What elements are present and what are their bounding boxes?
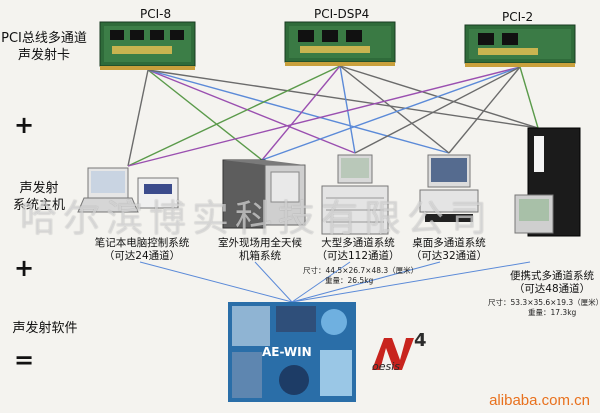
- link-card-2-host-2: [354, 66, 521, 154]
- site-watermark: alibaba.com.cn: [489, 392, 590, 409]
- outdoor-cabinet: [222, 159, 306, 229]
- link-card-1-host-3: [339, 65, 450, 154]
- host-large-weight: 重量：26.5kg: [325, 276, 374, 285]
- link-card-0-host-1: [147, 69, 263, 161]
- large-system: [321, 154, 389, 235]
- software-link-0: [139, 261, 293, 303]
- software-link-3: [291, 261, 441, 303]
- noesis-logo: oesis 4: [368, 330, 430, 378]
- hosts-category-label: 声发射 系统主机: [5, 180, 73, 214]
- host-caption-laptop: 笔记本电脑控制系统 （可达24通道）: [82, 237, 202, 263]
- cards-category-label: PCI总线多通道 声发射卡: [0, 30, 88, 64]
- host-caption-portable: 便携式多通道系统 （可达48通道）: [506, 270, 598, 296]
- host-laptop-line2: （可达24通道）: [103, 250, 181, 262]
- host-laptop-line1: 笔记本电脑控制系统: [94, 237, 190, 249]
- host-portable-line1: 便携式多通道系统: [510, 270, 594, 282]
- link-card-0-host-4: [147, 69, 539, 129]
- host-outdoor-line1: 室外现场用全天候: [218, 237, 302, 249]
- host-desktop-line2: （可达32通道）: [410, 250, 488, 262]
- link-card-2-host-4: [519, 66, 539, 129]
- software-collage: [228, 302, 356, 402]
- link-card-0-host-3: [147, 69, 450, 154]
- card-title-pci-2: PCI-2: [502, 10, 534, 24]
- card-pci-8: [99, 21, 196, 70]
- desktop-system: [419, 154, 479, 222]
- aewin-label: AE-WIN: [262, 345, 312, 359]
- host-caption-outdoor: 室外现场用全天候 机箱系统: [210, 237, 310, 263]
- equals-symbol: =: [14, 346, 35, 374]
- card-pci-2: [464, 24, 576, 67]
- host-spec-portable: 尺寸：53.3×35.6×19.3（厘米） 重量：17.3kg: [488, 298, 600, 318]
- card-pci-dsp4: [284, 21, 396, 66]
- link-card-2-host-1: [261, 66, 521, 161]
- noesis-logo-mark: [372, 338, 414, 370]
- host-portable-weight: 重量：17.3kg: [528, 308, 577, 317]
- host-large-size: 尺寸：44.5×26.7×48.3（厘米）: [303, 266, 419, 275]
- link-card-2-host-3: [448, 66, 521, 154]
- host-large-line2: （可达112通道）: [316, 250, 400, 262]
- link-card-0-host-2: [147, 69, 356, 154]
- host-caption-large: 大型多通道系统 （可达112通道）: [312, 237, 404, 263]
- link-card-1-host-1: [261, 65, 341, 161]
- portable-system: [514, 127, 581, 237]
- hosts-label-line1: 声发射: [19, 181, 59, 196]
- hosts-label-line2: 系统主机: [12, 198, 65, 213]
- link-card-1-host-4: [339, 65, 539, 129]
- connection-lines: [127, 65, 539, 167]
- software-link-2: [291, 261, 351, 303]
- host-outdoor-line2: 机箱系统: [239, 250, 281, 262]
- link-card-1-host-2: [339, 65, 356, 154]
- software-links: [139, 261, 531, 303]
- card-title-pci-8: PCI-8: [140, 7, 172, 21]
- host-portable-size: 尺寸：53.3×35.6×19.3（厘米）: [488, 298, 600, 307]
- host-portable-line2: （可达48通道）: [513, 283, 591, 295]
- plus-symbol-1: +: [14, 111, 35, 139]
- cards-label-line2: 声发射卡: [17, 48, 70, 63]
- host-desktop-line1: 桌面多通道系统: [412, 237, 486, 249]
- plus-symbol-2: +: [14, 254, 35, 282]
- noesis-logo-numeral: 4: [414, 330, 427, 351]
- link-card-0-host-0: [127, 69, 149, 167]
- link-card-2-host-0: [127, 66, 521, 167]
- host-large-line1: 大型多通道系统: [321, 237, 395, 249]
- company-watermark: 哈尔滨博实科技有限公司: [20, 197, 493, 240]
- cards-label-line1: PCI总线多通道: [1, 31, 87, 46]
- software-link-4: [291, 261, 531, 303]
- card-title-pci-dsp4: PCI-DSP4: [314, 7, 370, 21]
- host-caption-desktop: 桌面多通道系统 （可达32通道）: [406, 237, 492, 263]
- noesis-logo-text: oesis: [372, 360, 401, 373]
- software-link-1: [254, 261, 293, 303]
- laptop-system: [77, 167, 179, 213]
- software-category-label: 声发射软件: [12, 321, 78, 336]
- link-card-1-host-0: [127, 65, 341, 167]
- host-spec-large: 尺寸：44.5×26.7×48.3（厘米） 重量：26.5kg: [303, 266, 418, 286]
